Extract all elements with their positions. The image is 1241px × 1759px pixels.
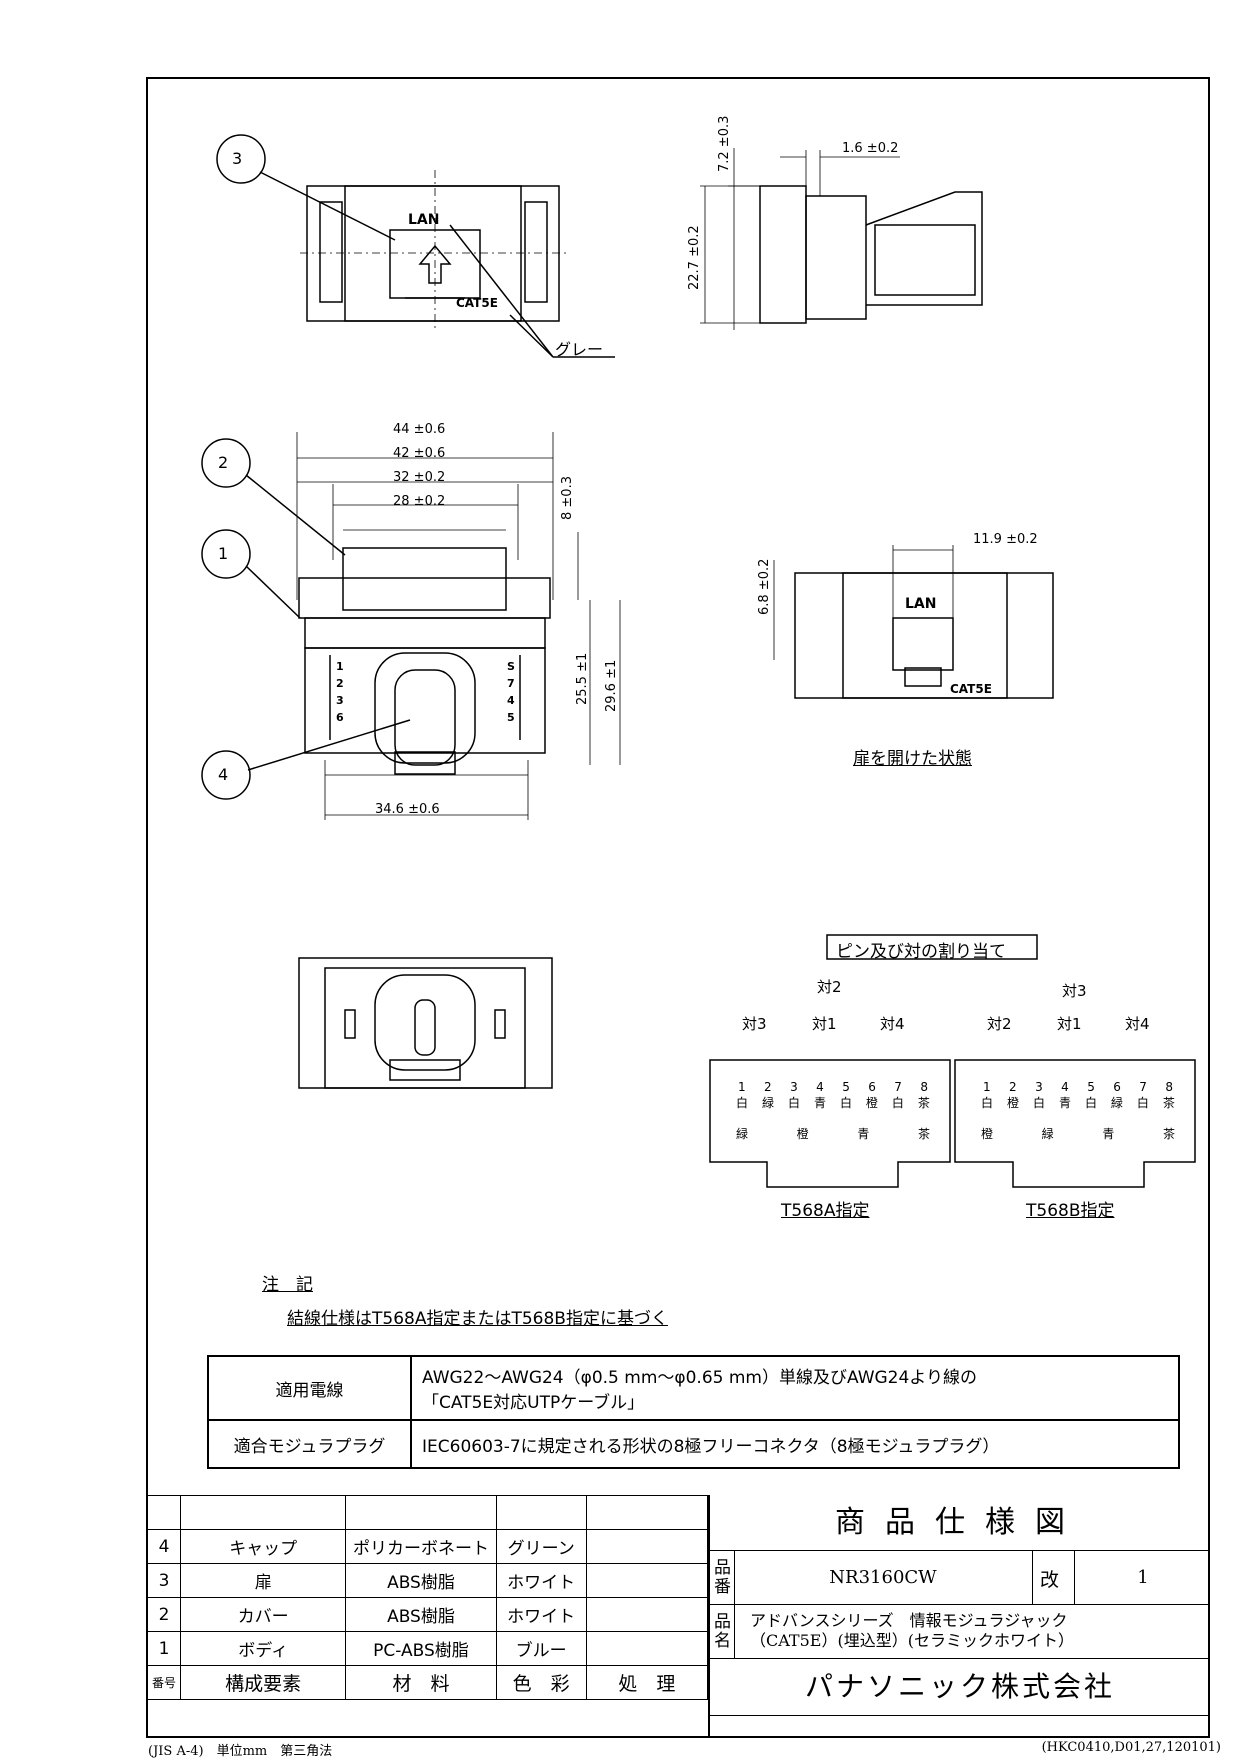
t568a-pair3: 対3: [742, 1015, 767, 1033]
kai-value: 1: [1137, 1567, 1149, 1588]
t568b-diagram: [954, 1059, 1196, 1188]
spec-body: AWG22～AWG24（φ0.5 mm～φ0.65 mm）単線及びAWG24より…: [410, 1355, 1180, 1421]
dim-32: 32 ±0.2: [393, 470, 446, 485]
dim-7-2: 7.2 ±0.3: [717, 115, 732, 172]
spec-row: 適合モジュラプラグ IEC60603-7に規定される形状の8極フリーコネクタ（8…: [207, 1419, 1180, 1469]
footer-left: (JIS A-4) 単位mm 第三角法: [148, 1744, 333, 1759]
hinban-row: 品番 NR3160CW 改 1: [710, 1551, 1210, 1605]
pin-assignment-title: ピン及び対の割り当て: [836, 942, 1006, 962]
callout-3-label: 3: [232, 149, 243, 168]
notes-title: 注 記: [262, 1275, 313, 1295]
dim-8: 8 ±0.3: [560, 476, 575, 520]
spec-head: 適合モジュラプラグ: [207, 1419, 412, 1469]
hinmei-row: 品名 アドバンスシリーズ 情報モジュラジャック （CAT5E）(埋込型）(セラミ…: [710, 1605, 1210, 1659]
callout-1: [201, 529, 251, 579]
hinmei-value: アドバンスシリーズ 情報モジュラジャック （CAT5E）(埋込型）(セラミックホ…: [750, 1611, 1074, 1650]
t568a-pair1: 対1: [812, 1015, 837, 1033]
t568a-pair4: 対4: [880, 1015, 905, 1033]
lan-text: LAN: [408, 212, 440, 228]
parts-blank-row: [146, 1495, 709, 1530]
dim-1-6: 1.6 ±0.2: [842, 141, 899, 156]
t568b-label: T568B指定: [1026, 1201, 1115, 1221]
hinban-label: 品番: [714, 1558, 731, 1597]
cat5e-text-open: CAT5E: [950, 682, 992, 696]
title-block: 商品仕様図 品番 NR3160CW 改 1 品名 アドバンスシリーズ 情報モジュ…: [708, 1495, 1210, 1738]
gray-label: グレー: [555, 340, 604, 359]
dim-11-9: 11.9 ±0.2: [973, 532, 1038, 547]
spec-body: IEC60603-7に規定される形状の8極フリーコネクタ（8極モジュラプラグ）: [410, 1419, 1180, 1469]
t568b-pair2: 対2: [987, 1015, 1012, 1033]
t568b-pair1: 対1: [1057, 1015, 1082, 1033]
hinban-value: NR3160CW: [829, 1567, 937, 1588]
callout-2-label: 2: [218, 453, 229, 472]
t568b-colors-bottom: 橙緑青茶: [981, 1127, 1175, 1141]
title-block-title: 商品仕様図: [710, 1495, 1210, 1551]
footer-right: (HKC0410,D01,27,120101): [1041, 1740, 1221, 1755]
dim-25-5: 25.5 ±1: [575, 652, 590, 705]
front-view-top: [300, 170, 570, 330]
callout-3: [216, 134, 266, 184]
t568b-pair3: 対3: [1062, 982, 1087, 1000]
callout-4-label: 4: [218, 765, 229, 784]
callout-1-label: 1: [218, 544, 229, 563]
t568a-colors-top: 白緑白青白橙白茶: [736, 1096, 930, 1110]
callout-4: [201, 750, 251, 800]
dim-6-8: 6.8 ±0.2: [757, 558, 772, 615]
dim-44: 44 ±0.6: [393, 422, 446, 437]
assembled-view: [296, 432, 621, 820]
dim-22-7: 22.7 ±0.2: [687, 225, 702, 290]
notes-text: 結線仕様はT568A指定またはT568B指定に基づく: [287, 1309, 668, 1329]
rear-view: [298, 957, 553, 1089]
company-name: パナソニック株式会社: [710, 1659, 1210, 1716]
spec-table: 適用電線 AWG22～AWG24（φ0.5 mm～φ0.65 mm）単線及びAW…: [207, 1355, 1180, 1469]
drawing-frame: [146, 77, 1210, 1738]
hinmei-label: 品名: [714, 1612, 731, 1651]
t568b-pair4: 対4: [1125, 1015, 1150, 1033]
kai-label: 改: [1040, 1569, 1060, 1591]
dim-34-6: 34.6 ±0.6: [375, 802, 440, 817]
t568a-label: T568A指定: [781, 1201, 870, 1221]
dim-28: 28 ±0.2: [393, 494, 446, 509]
technical-drawing: [201, 134, 1196, 1188]
t568b-colors-top: 白橙白青白緑白茶: [981, 1096, 1175, 1110]
lan-text-open: LAN: [905, 596, 937, 612]
dim-42: 42 ±0.6: [393, 446, 446, 461]
side-view: [700, 148, 983, 330]
t568a-pair2: 対2: [817, 978, 842, 996]
spec-row: 適用電線 AWG22～AWG24（φ0.5 mm～φ0.65 mm）単線及びAW…: [207, 1355, 1180, 1421]
dim-29-6: 29.6 ±1: [604, 659, 619, 712]
door-open-view: [773, 545, 1054, 699]
door-open-label: 扉を開けた状態: [853, 749, 972, 769]
t568a-diagram: [709, 1059, 951, 1188]
spec-head: 適用電線: [207, 1355, 412, 1421]
t568a-colors-bottom: 緑橙青茶: [736, 1127, 930, 1141]
cat5e-text: CAT5E: [456, 296, 498, 310]
parts-header-row: 番号構成要素材 料色 彩処 理: [146, 1665, 709, 1700]
callout-2: [201, 438, 251, 488]
